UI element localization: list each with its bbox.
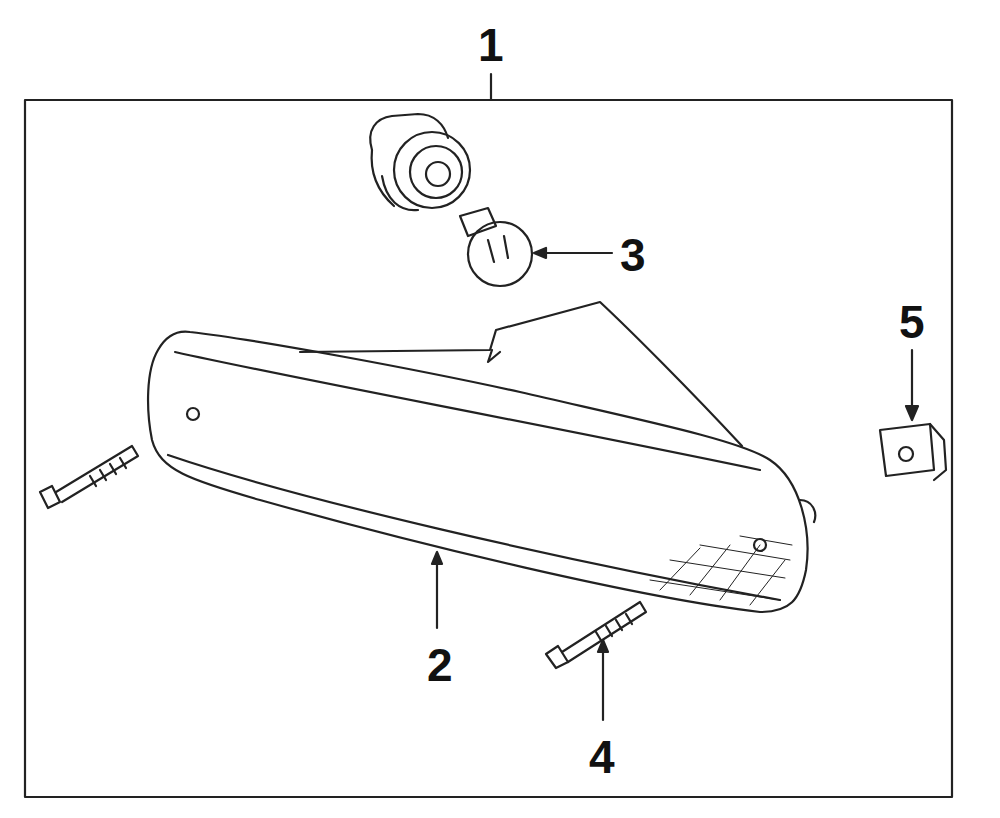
lamp-housing (300, 302, 742, 446)
callout-number: 5 (899, 299, 925, 345)
screw (40, 446, 138, 508)
assembly-frame (25, 100, 952, 797)
screw (546, 602, 646, 668)
leader-line (540, 252, 612, 254)
bulb (460, 208, 532, 286)
clip-nut (880, 424, 946, 480)
callout-number: 1 (478, 22, 504, 68)
callout-number: 3 (620, 232, 646, 278)
leader-line (490, 74, 492, 100)
leader-line (436, 560, 438, 628)
callout-number: 2 (427, 642, 453, 688)
bulb-socket (370, 114, 470, 210)
leader-line (911, 350, 913, 410)
lamp-lens (148, 332, 815, 612)
leader-line (602, 648, 604, 720)
callout-number: 4 (589, 734, 615, 780)
